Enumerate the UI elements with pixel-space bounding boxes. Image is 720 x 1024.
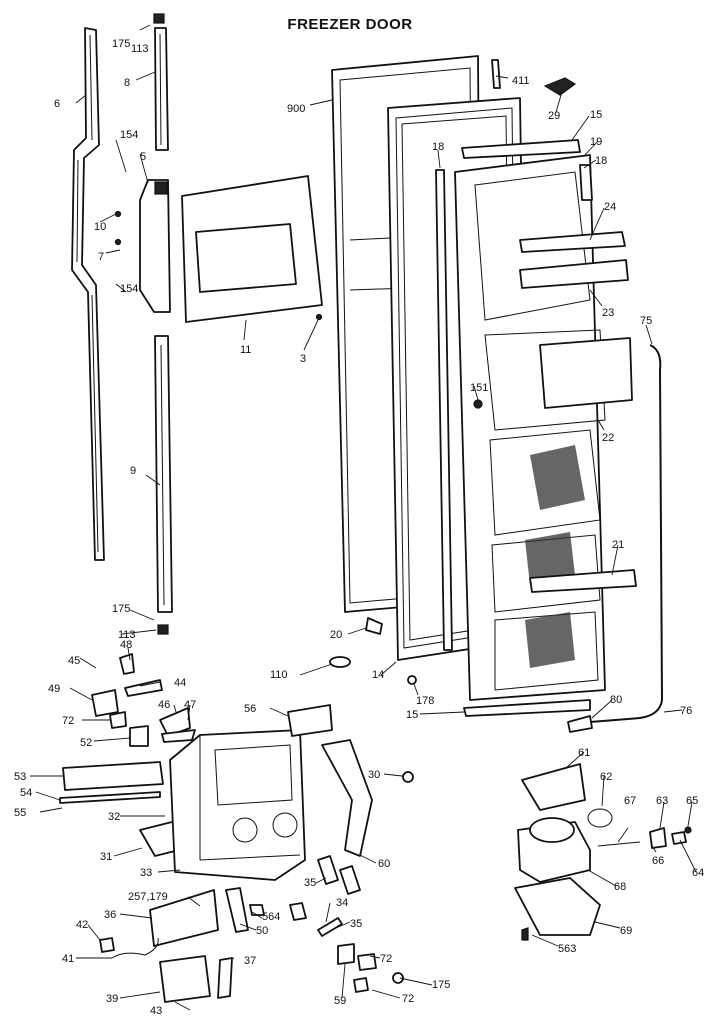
callout-label: 36 bbox=[104, 909, 116, 921]
callout-label: 35 bbox=[350, 918, 362, 930]
callout-label: 44 bbox=[174, 677, 186, 689]
callout-label: 30 bbox=[368, 769, 380, 781]
callout-label: 76 bbox=[680, 705, 692, 717]
callout-label: 110 bbox=[270, 669, 288, 681]
callout-label: 19 bbox=[590, 136, 602, 148]
part-9-lower-trim bbox=[154, 335, 173, 613]
callout-label: 154 bbox=[120, 283, 138, 295]
callout-label: 72 bbox=[380, 953, 392, 965]
callout-label: 39 bbox=[106, 993, 118, 1005]
callout-label: 53 bbox=[14, 771, 26, 783]
small-fasteners-left bbox=[114, 13, 323, 635]
callout-label: 154 bbox=[120, 129, 138, 141]
shelf-bars bbox=[461, 139, 637, 593]
callout-label: 7 bbox=[98, 251, 104, 263]
callout-label: 42 bbox=[76, 919, 88, 931]
callout-label: 66 bbox=[652, 855, 664, 867]
callout-label: 113 bbox=[118, 629, 136, 641]
callout-label: 21 bbox=[612, 539, 624, 551]
callout-label: 29 bbox=[548, 110, 560, 122]
callout-label: 3 bbox=[300, 353, 306, 365]
right-lower-assembly bbox=[514, 763, 692, 941]
lower-middle-parts bbox=[99, 771, 414, 1003]
callout-label: 54 bbox=[20, 787, 32, 799]
callout-label: 72 bbox=[62, 715, 74, 727]
part-75-76-rod bbox=[589, 344, 664, 723]
callout-label: 48 bbox=[120, 639, 132, 651]
callout-label: 50 bbox=[256, 925, 268, 937]
callout-label: 80 bbox=[610, 694, 622, 706]
callout-label: 563 bbox=[558, 943, 576, 955]
callout-label: 175 bbox=[432, 979, 450, 991]
callout-label: 175 bbox=[112, 603, 130, 615]
diagram-title: FREEZER DOOR bbox=[287, 16, 413, 33]
part-60-bracket bbox=[321, 739, 373, 857]
callout-label: 75 bbox=[640, 315, 652, 327]
callout-label: 32 bbox=[108, 811, 120, 823]
callout-label: 900 bbox=[287, 103, 305, 115]
callout-label: 46 bbox=[158, 699, 170, 711]
callout-label: 178 bbox=[416, 695, 434, 707]
callout-label: 257,179 bbox=[128, 891, 168, 903]
callout-label: 14 bbox=[372, 669, 384, 681]
callout-label: 411 bbox=[512, 75, 530, 87]
part-5-handle bbox=[139, 179, 171, 313]
callout-label: 49 bbox=[48, 683, 60, 695]
callout-label: 18 bbox=[432, 141, 444, 153]
callout-label: 47 bbox=[184, 699, 196, 711]
inner-door-liner bbox=[454, 154, 606, 701]
callout-label: 151 bbox=[470, 382, 488, 394]
callout-label: 6 bbox=[54, 98, 60, 110]
callout-label: 10 bbox=[94, 221, 106, 233]
callout-label: 20 bbox=[330, 629, 342, 641]
callout-label: 52 bbox=[80, 737, 92, 749]
callout-label: 55 bbox=[14, 807, 26, 819]
callout-label: 564 bbox=[262, 911, 280, 923]
part-11-panel bbox=[181, 175, 323, 323]
small-top-parts bbox=[329, 59, 593, 733]
callout-label: 72 bbox=[402, 993, 414, 1005]
callout-labels: 175 113 8 6 154 5 10 7 154 11 3 9 175 11… bbox=[14, 38, 704, 1017]
part-56-motor bbox=[287, 704, 333, 737]
callout-label: 15 bbox=[406, 709, 418, 721]
part-15-bottom-strip bbox=[463, 699, 591, 717]
callout-label: 69 bbox=[620, 925, 632, 937]
callout-label: 41 bbox=[62, 953, 74, 965]
callout-label: 15 bbox=[590, 109, 602, 121]
callout-label: 175 bbox=[112, 38, 130, 50]
callout-label: 5 bbox=[140, 151, 146, 163]
leader-lines bbox=[30, 24, 697, 1011]
callout-label: 11 bbox=[240, 344, 251, 356]
callout-label: 64 bbox=[692, 867, 704, 879]
part-33-dispenser-housing bbox=[169, 729, 306, 881]
callout-label: 59 bbox=[334, 995, 346, 1007]
callout-label: 8 bbox=[124, 77, 130, 89]
callout-label: 45 bbox=[68, 655, 80, 667]
callout-label: 18 bbox=[595, 155, 607, 167]
callout-label: 67 bbox=[624, 795, 636, 807]
part-6-long-trim bbox=[71, 27, 105, 561]
strips-18-18 bbox=[435, 164, 593, 651]
callout-label: 63 bbox=[656, 795, 668, 807]
callout-label: 22 bbox=[602, 432, 614, 444]
callout-label: 43 bbox=[150, 1005, 162, 1017]
callout-label: 65 bbox=[686, 795, 698, 807]
callout-label: 62 bbox=[600, 771, 612, 783]
callout-label: 60 bbox=[378, 858, 390, 870]
callout-label: 113 bbox=[131, 43, 149, 55]
callout-label: 34 bbox=[336, 897, 348, 909]
callout-label: 24 bbox=[604, 201, 616, 213]
part-8-short-trim bbox=[154, 27, 169, 151]
callout-label: 68 bbox=[614, 881, 626, 893]
callout-label: 37 bbox=[244, 955, 256, 967]
callout-label: 9 bbox=[130, 465, 136, 477]
callout-label: 23 bbox=[602, 307, 614, 319]
callout-label: 35 bbox=[304, 877, 316, 889]
callout-label: 33 bbox=[140, 867, 152, 879]
small-parts-lower-left bbox=[59, 653, 196, 857]
callout-label: 31 bbox=[100, 851, 112, 863]
callout-label: 56 bbox=[244, 703, 256, 715]
callout-label: 61 bbox=[578, 747, 590, 759]
